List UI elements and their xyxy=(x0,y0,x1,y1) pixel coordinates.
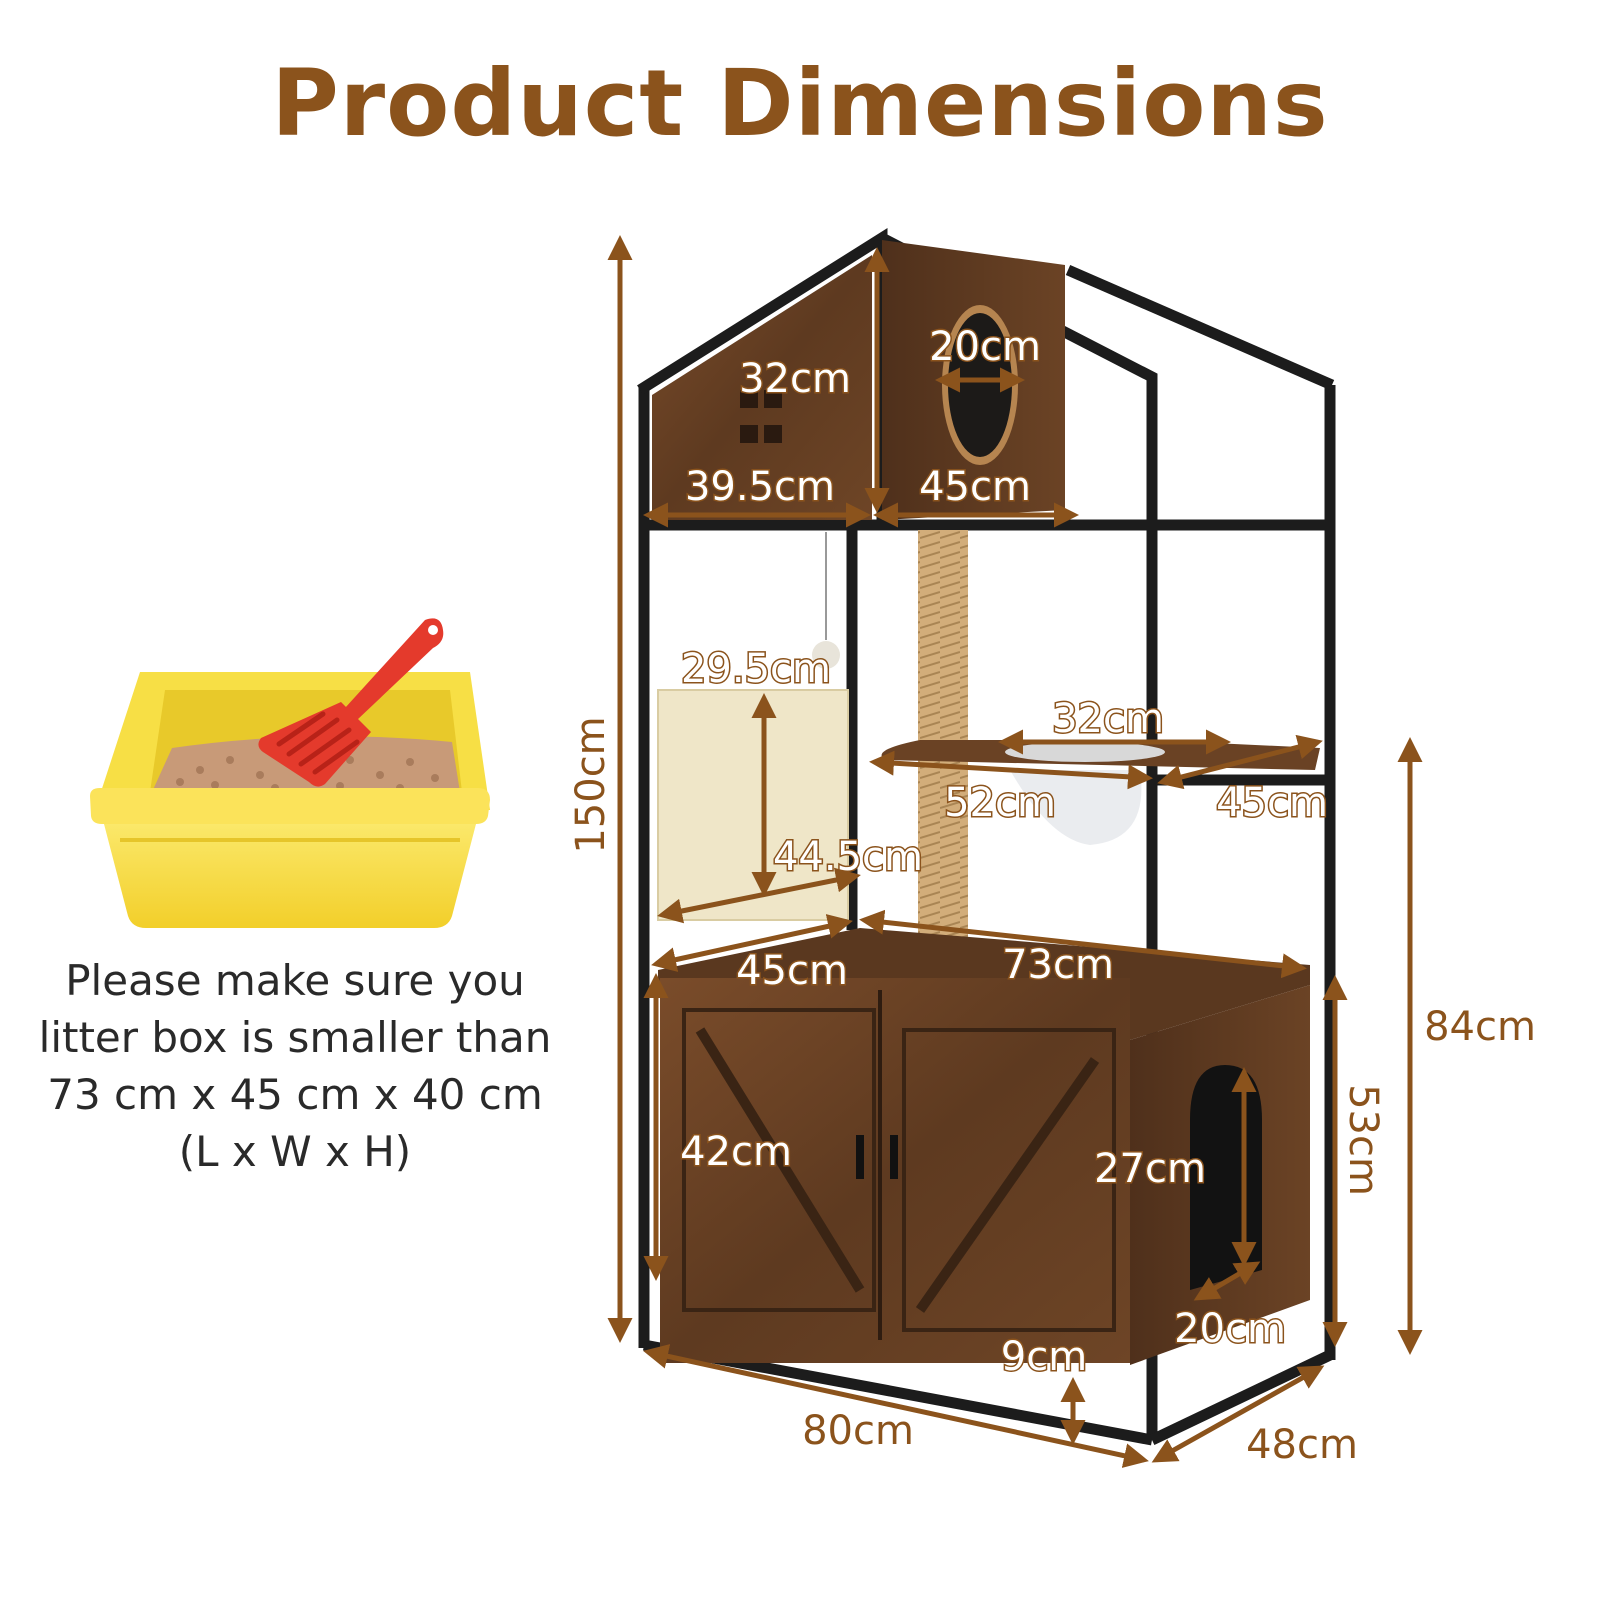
cabinet-front xyxy=(660,978,1130,1363)
dim-right-height: 84cm xyxy=(1424,1004,1536,1050)
dim-cabinet-height: 53cm xyxy=(1340,1084,1386,1196)
note-line: 73 cm x 45 cm x 40 cm xyxy=(47,1070,543,1119)
dim-house-right-width: 45cm xyxy=(919,464,1031,510)
dim-side-arch-height: 27cm xyxy=(1094,1146,1206,1192)
dim-cabinet-top-width: 73cm xyxy=(1002,942,1114,988)
dim-cabinet-door-height: 42cm xyxy=(680,1129,792,1175)
scoop-icon xyxy=(258,618,444,787)
dim-cabinet-top-depth: 45cm xyxy=(736,948,848,994)
dim-platform-width: 52cm xyxy=(944,780,1056,826)
dimension-arrows xyxy=(607,235,1423,1468)
top-house xyxy=(652,240,1065,520)
dim-platform-depth: 45cm xyxy=(1216,780,1328,826)
page-title: Product Dimensions xyxy=(271,50,1329,157)
toy-ball xyxy=(812,641,840,669)
dim-base-depth: 48cm xyxy=(1246,1422,1358,1468)
dim-house-left-width: 39.5cm xyxy=(685,464,835,510)
note-line: (L x W x H) xyxy=(178,1127,412,1176)
dim-scratch-pad-height: 44.5cm xyxy=(773,834,923,880)
litter-box-size-note: Please make sure you litter box is small… xyxy=(10,952,580,1180)
dim-house-hole: 20cm xyxy=(929,324,1041,370)
note-line: Please make sure you xyxy=(65,956,525,1005)
dim-base-width: 80cm xyxy=(802,1408,914,1454)
dim-side-arch-width: 20cm xyxy=(1174,1306,1286,1352)
dim-scratch-pad-width: 29.5cm xyxy=(681,646,831,692)
note-line: litter box is smaller than xyxy=(38,1013,552,1062)
dim-hammock: 32cm xyxy=(1052,696,1164,742)
dim-total-height: 150cm xyxy=(568,716,614,853)
dim-leg-clearance: 9cm xyxy=(1001,1334,1087,1380)
dim-house-height: 32cm xyxy=(739,356,851,402)
